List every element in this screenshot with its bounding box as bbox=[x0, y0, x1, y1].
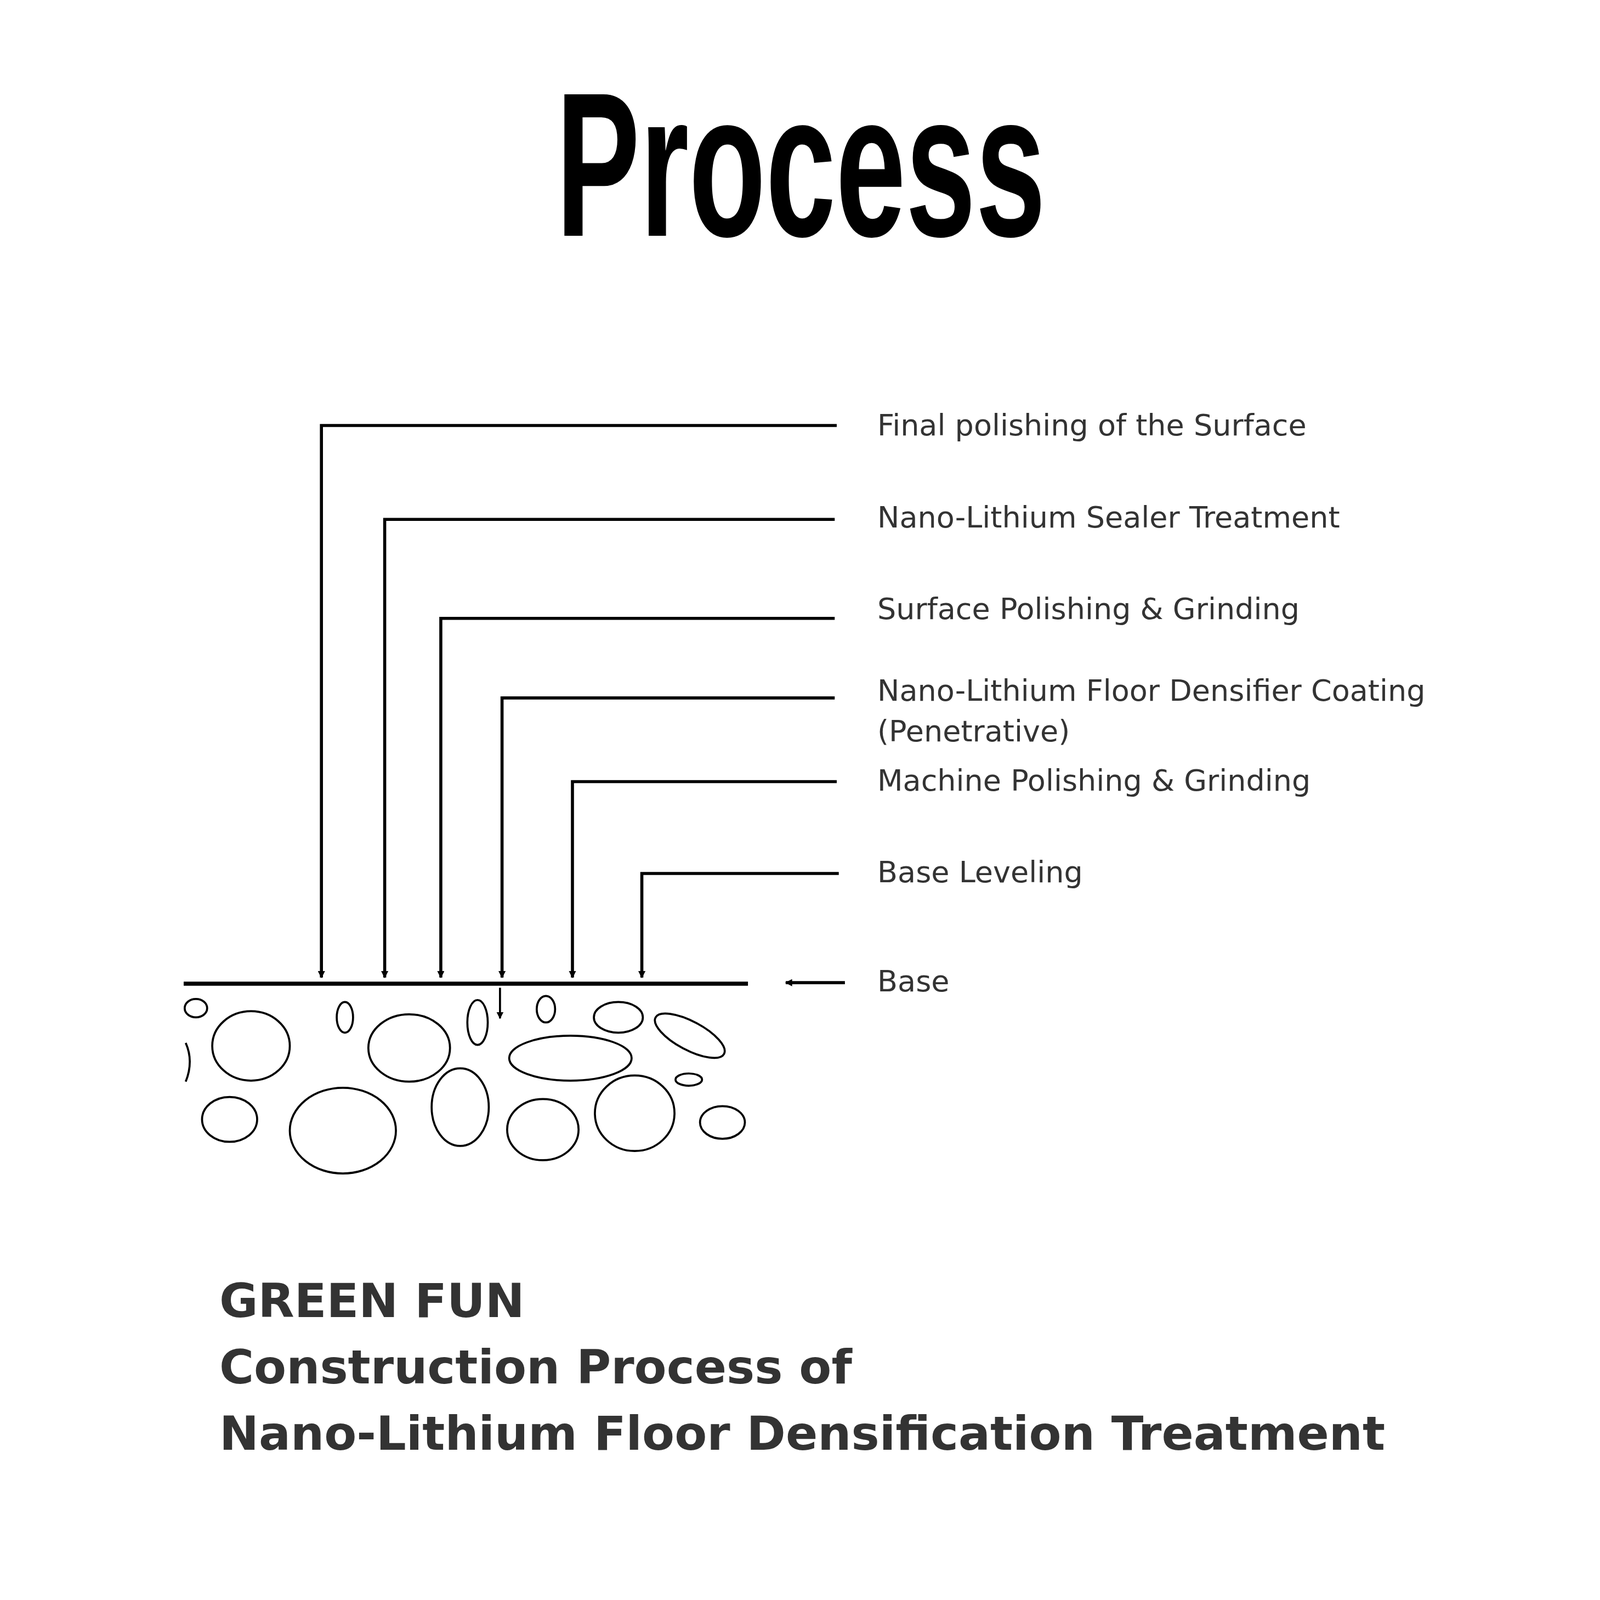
step-label: Nano-Lithium Floor Densifier Coating (Pe… bbox=[877, 670, 1563, 752]
step-label: Final polishing of the Surface bbox=[877, 405, 1563, 446]
step-label: Machine Polishing & Grinding bbox=[877, 760, 1563, 802]
aggregate-stones bbox=[184, 995, 746, 1174]
caption-line: Nano-Lithium Floor Densification Treatme… bbox=[219, 1400, 1386, 1467]
leader-lines bbox=[183, 425, 845, 1019]
step-label: Base Leveling bbox=[877, 852, 1563, 893]
caption-brand: GREEN FUN bbox=[219, 1267, 525, 1335]
page-title: Process bbox=[555, 61, 1046, 268]
base-label: Base bbox=[877, 961, 1563, 1002]
step-label: Surface Polishing & Grinding bbox=[877, 588, 1563, 630]
caption-line: Construction Process of bbox=[219, 1334, 853, 1401]
step-label: Nano-Lithium Sealer Treatment bbox=[877, 497, 1563, 538]
